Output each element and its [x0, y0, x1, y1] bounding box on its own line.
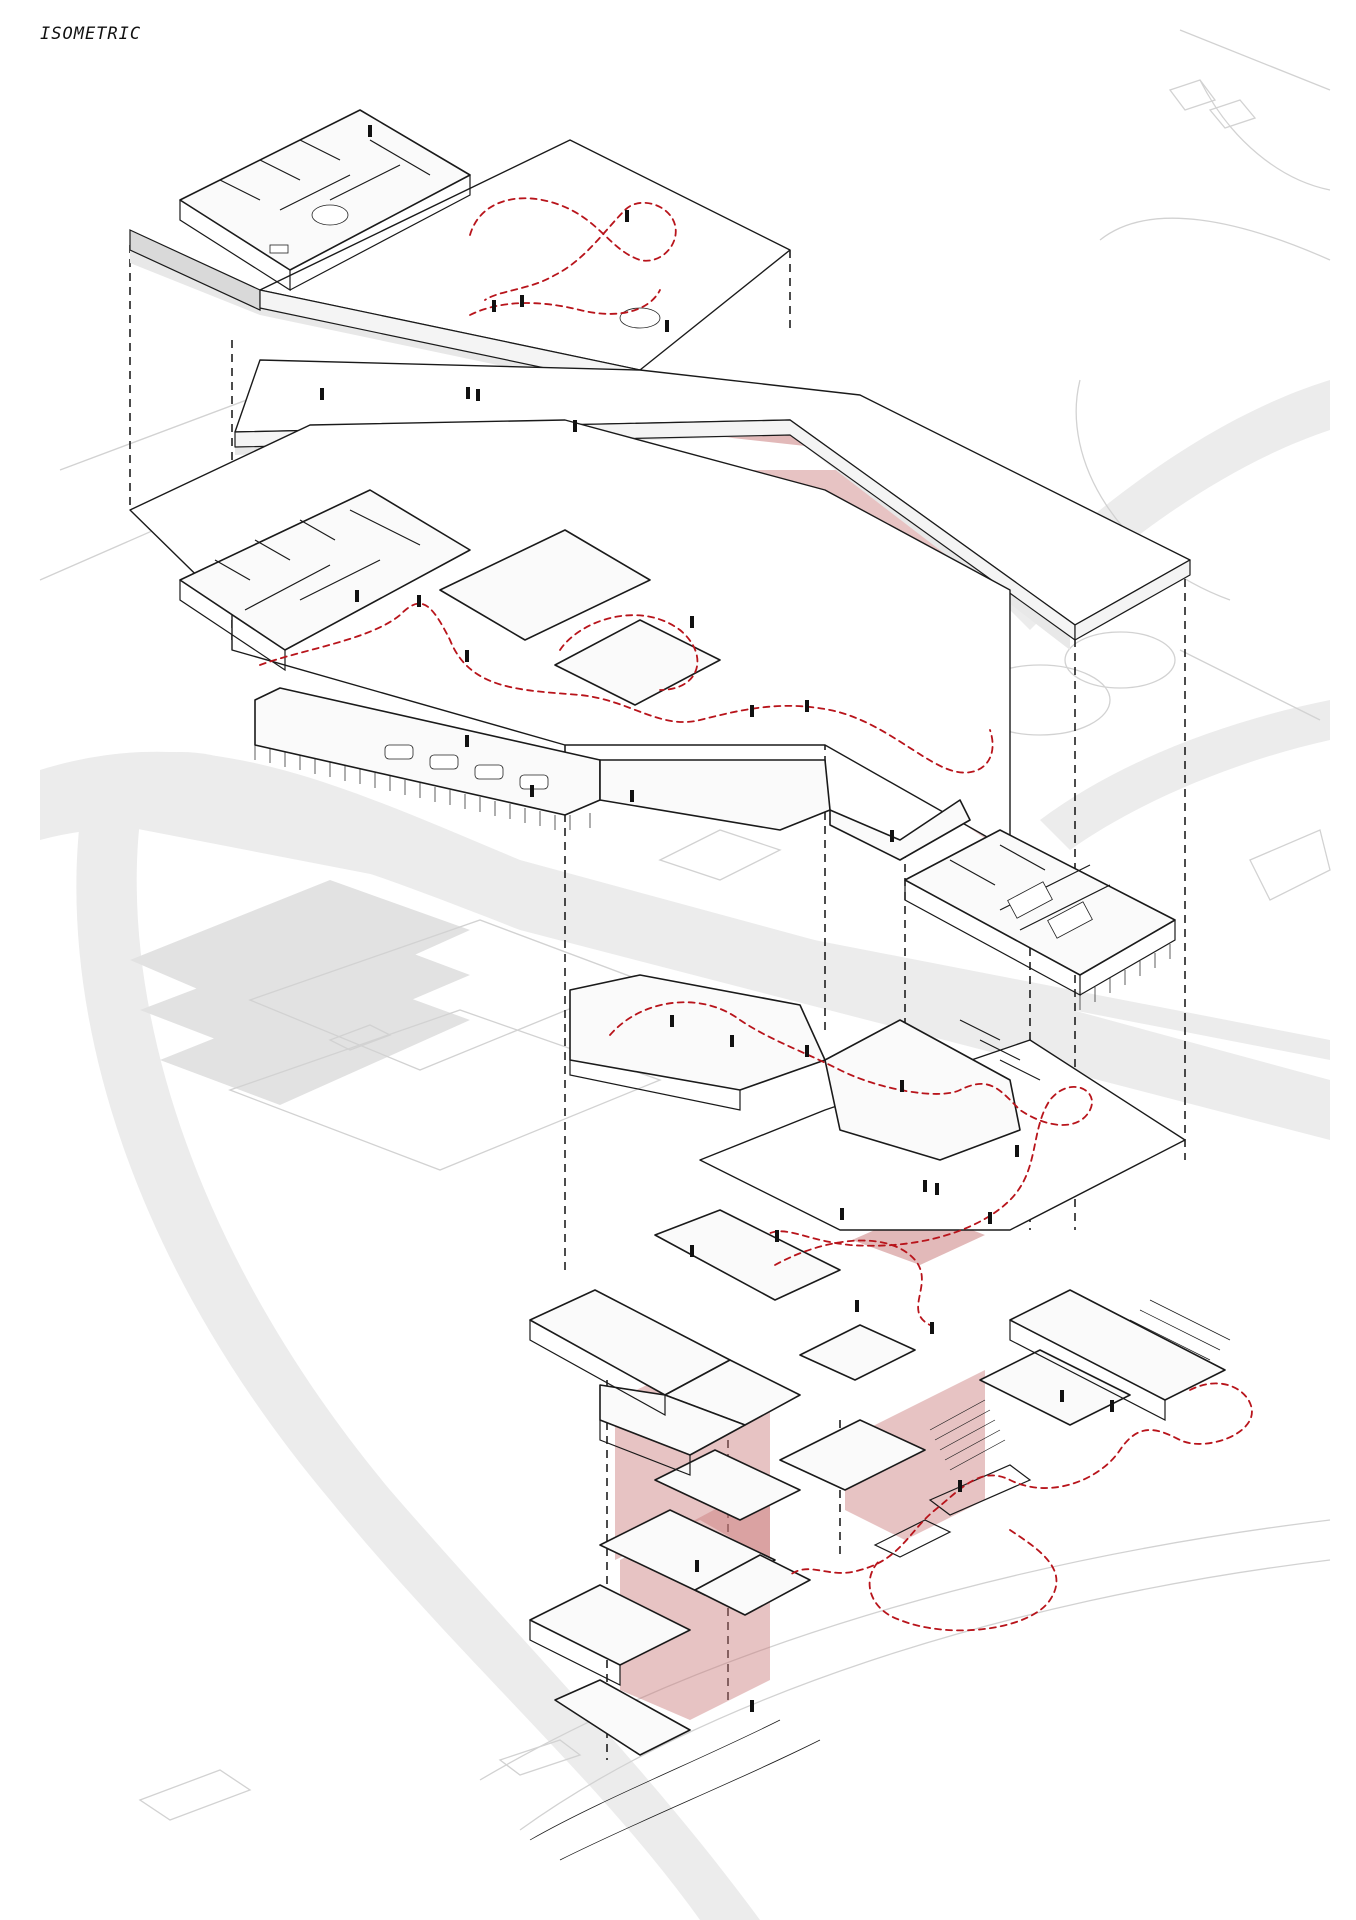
ground-level — [529, 1209, 1253, 1756]
middle-level — [129, 419, 1011, 861]
roof-level — [129, 109, 791, 395]
people-figures — [320, 125, 1114, 1712]
east-wing — [904, 829, 1176, 1010]
site-context — [39, 29, 1331, 1920]
ground-accents — [529, 1719, 821, 1861]
drawing-title: ISOMETRIC — [40, 24, 142, 44]
level-2-deck — [569, 974, 1186, 1247]
